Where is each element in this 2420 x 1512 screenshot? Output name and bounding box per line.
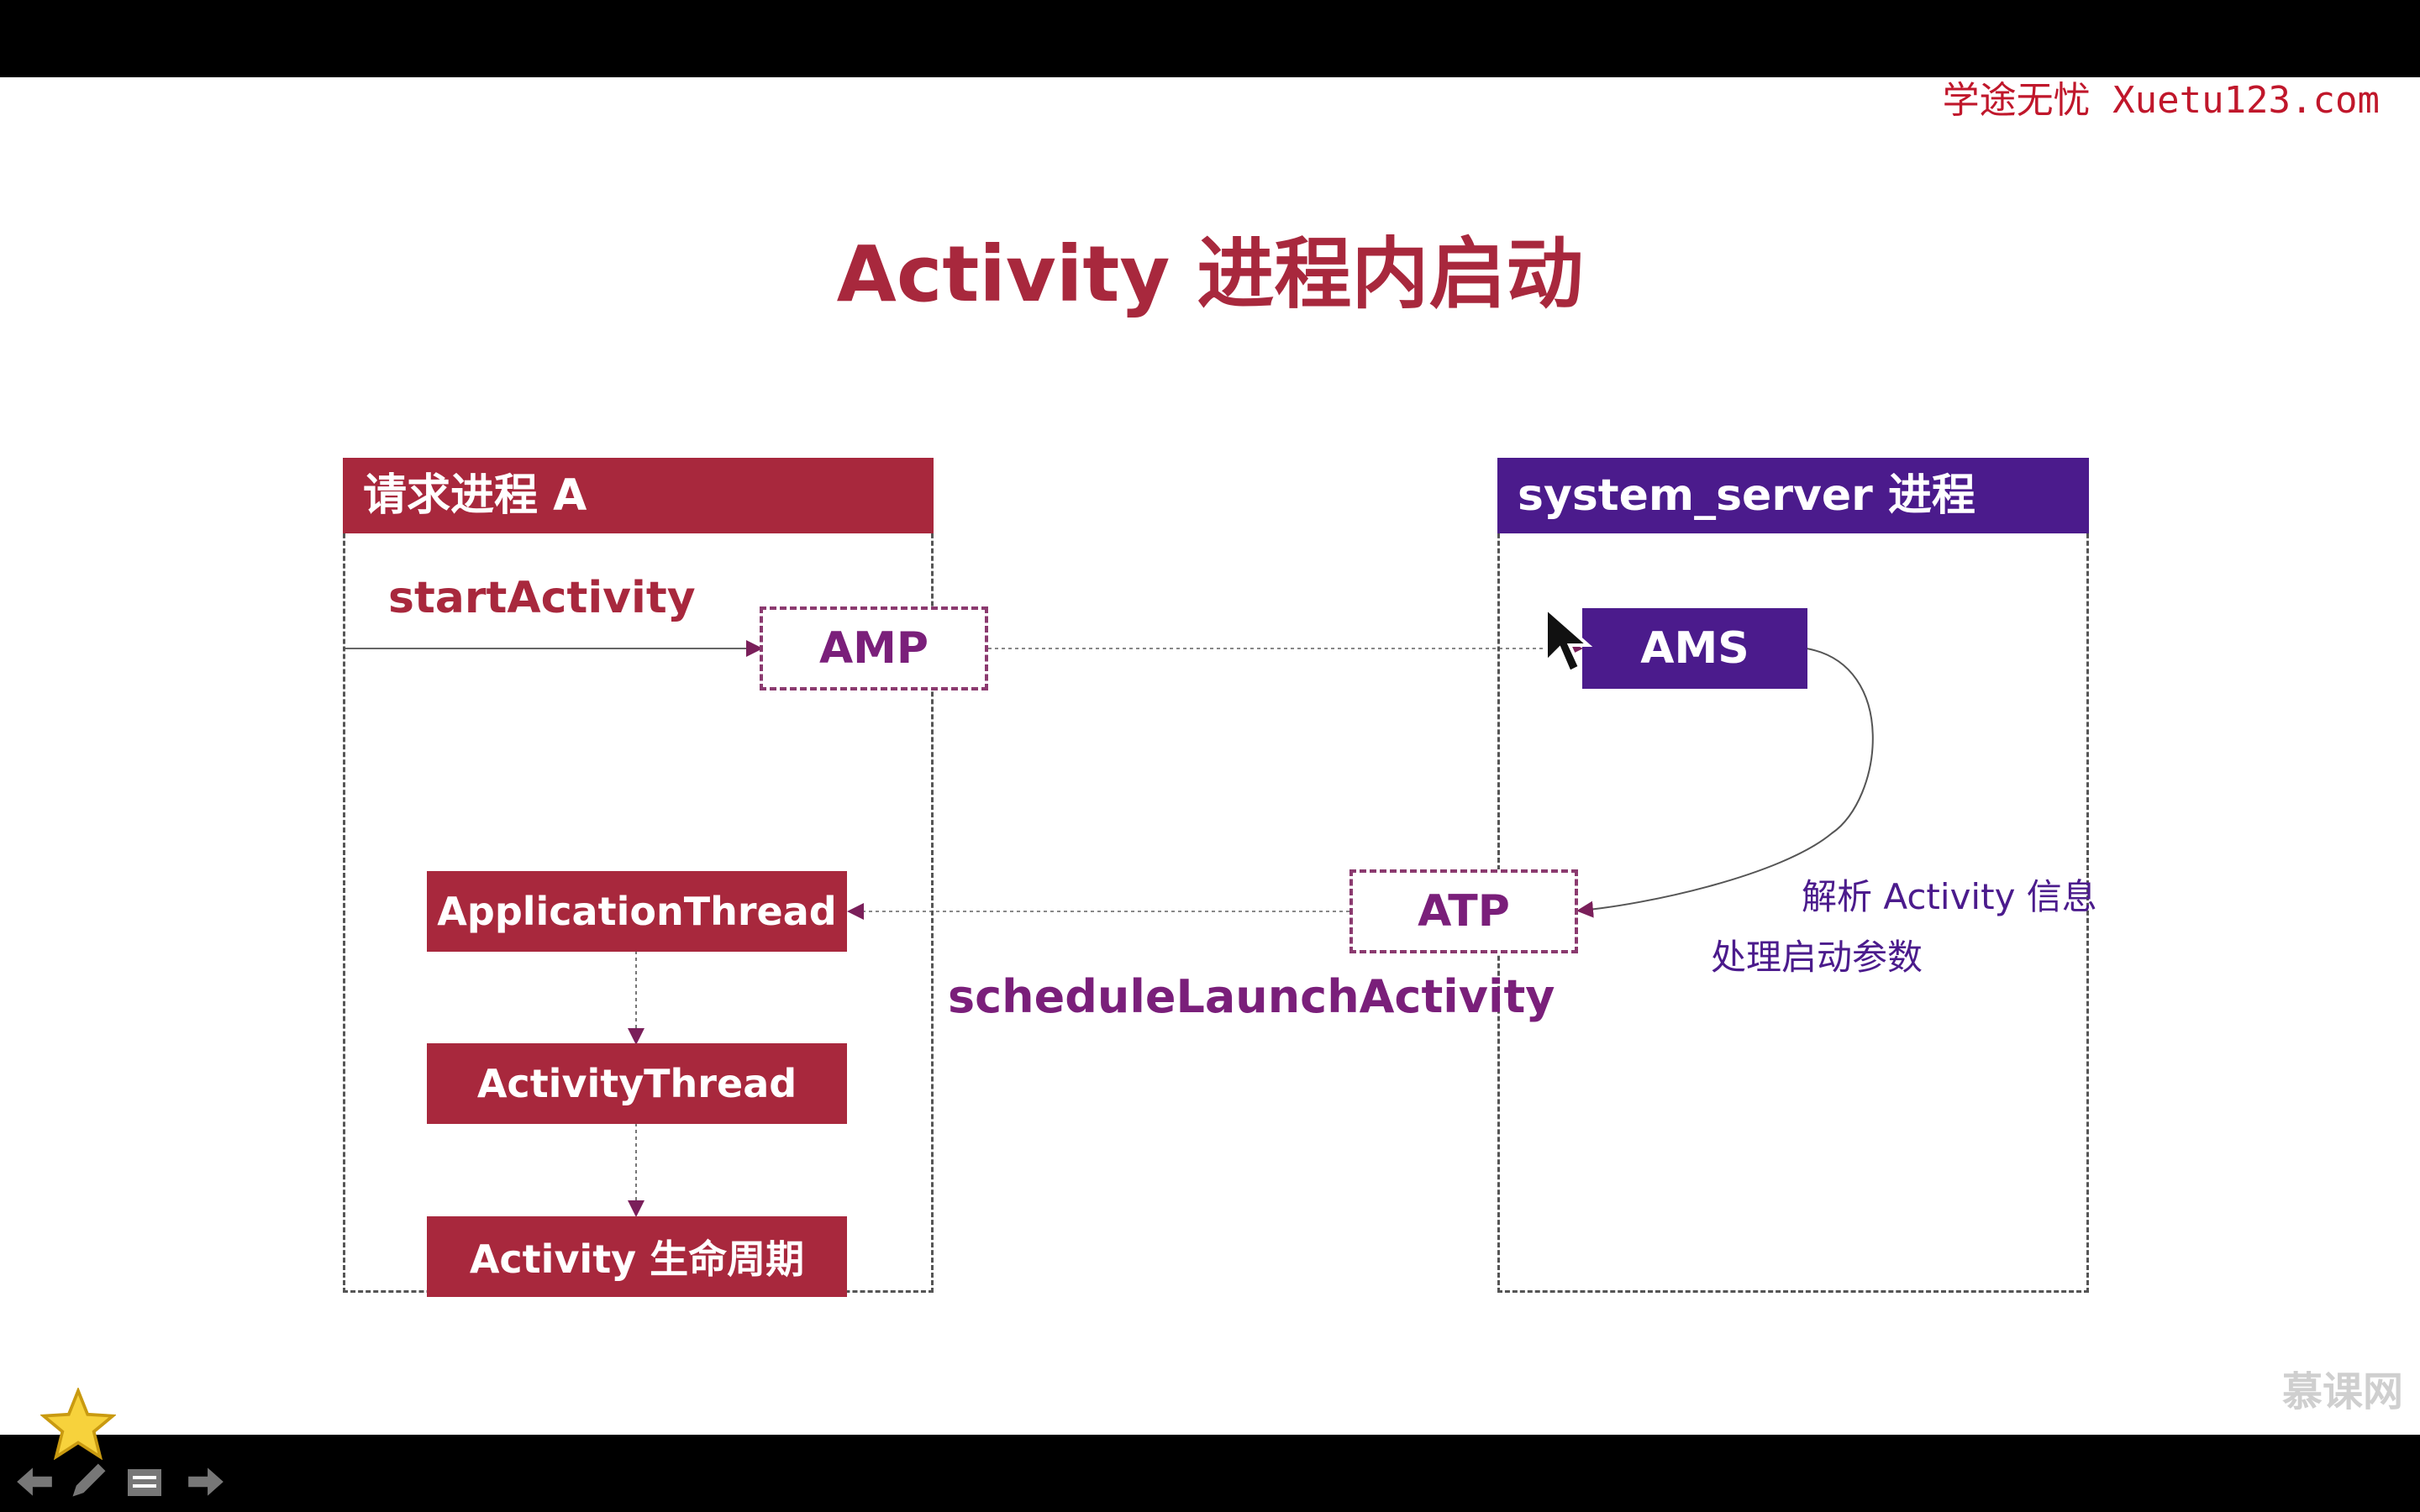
atp-box: ATP <box>1349 869 1578 953</box>
presentation-toolbar <box>8 1388 244 1505</box>
system-server-container: system_server 进程 <box>1497 458 2089 1293</box>
schedule-launch-label: scheduleLaunchActivity <box>948 970 1555 1023</box>
pen-icon[interactable] <box>67 1458 111 1502</box>
start-activity-label: startActivity <box>388 573 696 623</box>
process-params-note: 处理启动参数 <box>1711 937 1923 978</box>
application-thread-box: ApplicationThread <box>427 871 847 952</box>
watermark: 学途无忧 Xuetu123.com <box>1927 77 2395 124</box>
amp-box: AMP <box>760 606 988 690</box>
activity-thread-box: ActivityThread <box>427 1043 847 1124</box>
menu-icon[interactable] <box>126 1467 163 1499</box>
connector-layer <box>343 640 1874 1217</box>
star-icon[interactable] <box>40 1388 116 1460</box>
parse-activity-note: 解析 Activity 信息 <box>1802 876 2097 917</box>
slide: 学途无忧 Xuetu123.com Activity 进程内启动 请求进程 A … <box>0 77 2420 1497</box>
ams-box: AMS <box>1582 608 1807 689</box>
mouse-cursor-icon <box>1544 605 1593 675</box>
process-a-container: 请求进程 A <box>343 458 934 1293</box>
system-server-header: system_server 进程 <box>1497 458 2089 533</box>
brand-logo: 慕课网 <box>2281 1368 2403 1415</box>
next-arrow-icon[interactable] <box>185 1463 227 1500</box>
ams-to-atp-curve <box>1576 648 1874 918</box>
activity-lifecycle-box: Activity 生命周期 <box>427 1216 847 1297</box>
process-a-header: 请求进程 A <box>343 458 934 533</box>
slide-title: Activity 进程内启动 <box>836 229 1584 319</box>
previous-arrow-icon[interactable] <box>13 1463 55 1500</box>
